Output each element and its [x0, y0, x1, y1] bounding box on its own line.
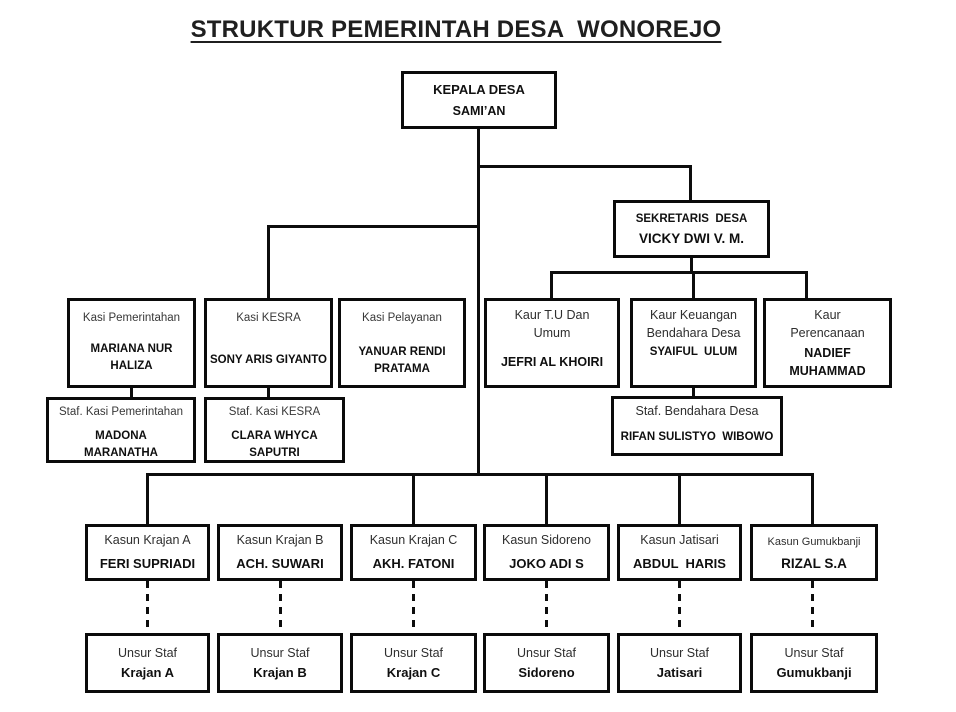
- role-label: Unsur Staf: [516, 646, 577, 660]
- name-label: Jatisari: [656, 664, 703, 680]
- name-label: ACH. SUWARI: [236, 555, 324, 571]
- dashed-connector-jatisari: [678, 581, 681, 633]
- name-label: MADONA MARANATHA: [84, 430, 158, 459]
- org-node-kaur-perencanaan: Kaur Perencanaan NADIEF MUHAMMAD: [763, 298, 892, 388]
- org-node-unsur-staf-sidoreno: Unsur Staf Sidoreno: [483, 633, 610, 693]
- role-label: Kasi Pelayanan: [362, 312, 442, 324]
- name-label: RIZAL S.A: [781, 556, 847, 572]
- name-label: NADIEF MUHAMMAD: [789, 346, 866, 379]
- name-label: CLARA WHYCA SAPUTRI: [231, 430, 318, 459]
- org-node-kasi-pelayanan: Kasi Pelayanan YANUAR RENDI PRATAMA: [338, 298, 466, 388]
- role-label: Staf. Kasi KESRA: [228, 406, 321, 418]
- org-node-staf-kasi-pemerintahan: Staf. Kasi Pemerintahan MADONA MARANATHA: [46, 397, 196, 463]
- name-label: RIFAN SULISTYO WIBOWO: [620, 430, 774, 443]
- name-label: ABDUL HARIS: [633, 555, 726, 571]
- org-node-unsur-staf-krajan-a: Unsur Staf Krajan A: [85, 633, 210, 693]
- org-node-unsur-staf-jatisari: Unsur Staf Jatisari: [617, 633, 742, 693]
- name-label: Krajan A: [121, 664, 174, 680]
- role-label: Kasun Gumukbanji: [767, 536, 861, 548]
- role-label: Kasun Jatisari: [640, 533, 719, 547]
- name-label: YANUAR RENDI PRATAMA: [358, 346, 446, 375]
- connector-kaur-tu-drop: [550, 271, 553, 299]
- connector-staf-pemerintahan: [130, 386, 133, 397]
- role-label: Unsur Staf: [250, 646, 310, 660]
- connector-kasun-a-drop: [146, 473, 149, 524]
- connector-kasun-jatisari-drop: [678, 473, 681, 524]
- org-node-kaur-tu-umum: Kaur T.U Dan Umum JEFRI AL KHOIRI: [484, 298, 620, 388]
- name-label: AKH. FATONI: [372, 555, 455, 571]
- dashed-connector-krajan-a: [146, 581, 149, 633]
- name-label: JOKO ADI S: [509, 555, 584, 571]
- role-label: Kasun Krajan A: [104, 533, 191, 547]
- org-node-kasun-krajan-b: Kasun Krajan B ACH. SUWARI: [217, 524, 343, 581]
- name-label: FERI SUPRIADI: [99, 555, 196, 571]
- dashed-connector-krajan-b: [279, 581, 282, 633]
- role-label: Kaur T.U Dan Umum: [514, 308, 590, 340]
- org-node-kepala-desa: KEPALA DESA SAMI’AN: [401, 71, 557, 129]
- role-label: Kasun Krajan B: [236, 533, 324, 547]
- role-label: KEPALA DESA: [433, 82, 525, 97]
- connector-kasun-c-drop: [412, 473, 415, 524]
- org-node-kasun-gumukbanji: Kasun Gumukbanji RIZAL S.A: [750, 524, 878, 581]
- role-label: Staf. Kasi Pemerintahan: [58, 406, 183, 418]
- connector-kaur-perencanaan-drop: [805, 271, 808, 298]
- connector-sekretaris-branch: [477, 165, 692, 168]
- role-label: SEKRETARIS DESA: [635, 213, 748, 225]
- name-label: Krajan B: [253, 664, 307, 680]
- org-node-sekretaris-desa: SEKRETARIS DESA VICKY DWI V. M.: [613, 200, 770, 258]
- name-label: Krajan C: [386, 664, 441, 680]
- name-label: SAMI’AN: [452, 104, 506, 119]
- name-label: SYAIFUL ULUM: [649, 346, 738, 358]
- connector-kasun-sidoreno-drop: [545, 473, 548, 524]
- org-node-staf-kasi-kesra: Staf. Kasi KESRA CLARA WHYCA SAPUTRI: [204, 397, 345, 463]
- role-label: Kasi Pemerintahan: [82, 312, 181, 324]
- name-label: MARIANA NUR HALIZA: [90, 343, 173, 372]
- name-label: SONY ARIS GIYANTO: [210, 354, 327, 367]
- connector-kesra-drop: [267, 225, 270, 298]
- role-label: Kaur Keuangan Bendahara Desa: [646, 308, 741, 340]
- org-node-kasun-krajan-a: Kasun Krajan A FERI SUPRIADI: [85, 524, 210, 581]
- name-label: VICKY DWI V. M.: [638, 231, 745, 247]
- connector-main-vertical: [477, 129, 480, 476]
- org-node-staf-bendahara: Staf. Bendahara Desa RIFAN SULISTYO WIBO…: [611, 396, 783, 456]
- role-label: Staf. Bendahara Desa: [635, 404, 759, 418]
- org-node-kasun-krajan-c: Kasun Krajan C AKH. FATONI: [350, 524, 477, 581]
- role-label: Kaur Perencanaan: [790, 308, 865, 340]
- name-label: JEFRI AL KHOIRI: [500, 355, 604, 369]
- connector-kasun-rail: [146, 473, 814, 476]
- connector-staf-bendahara: [692, 386, 695, 396]
- org-node-kasun-sidoreno: Kasun Sidoreno JOKO ADI S: [483, 524, 610, 581]
- connector-sekretaris-out: [690, 258, 693, 274]
- org-node-kasi-kesra: Kasi KESRA SONY ARIS GIYANTO: [204, 298, 333, 388]
- role-label: Unsur Staf: [784, 646, 844, 660]
- connector-kaur-branch: [550, 271, 808, 274]
- dashed-connector-sidoreno: [545, 581, 548, 633]
- dashed-connector-gumukbanji: [811, 581, 814, 633]
- connector-sekretaris-drop: [689, 165, 692, 200]
- role-label: Unsur Staf: [383, 646, 444, 660]
- name-label: Gumukbanji: [776, 664, 852, 680]
- page-title: STRUKTUR PEMERINTAH DESA WONOREJO: [190, 16, 722, 43]
- connector-kaur-keuangan-drop: [692, 271, 695, 298]
- org-node-kasi-pemerintahan: Kasi Pemerintahan MARIANA NUR HALIZA: [67, 298, 196, 388]
- name-label: Sidoreno: [518, 664, 575, 680]
- org-node-unsur-staf-krajan-c: Unsur Staf Krajan C: [350, 633, 477, 693]
- connector-staf-kesra: [267, 386, 270, 397]
- connector-kasun-gumukbanji-drop: [811, 473, 814, 524]
- role-label: Unsur Staf: [117, 646, 178, 660]
- connector-kesra-branch: [267, 225, 480, 228]
- role-label: Kasi KESRA: [236, 312, 301, 324]
- org-node-unsur-staf-krajan-b: Unsur Staf Krajan B: [217, 633, 343, 693]
- org-node-unsur-staf-gumukbanji: Unsur Staf Gumukbanji: [750, 633, 878, 693]
- dashed-connector-krajan-c: [412, 581, 415, 633]
- org-node-kasun-jatisari: Kasun Jatisari ABDUL HARIS: [617, 524, 742, 581]
- role-label: Kasun Sidoreno: [502, 533, 591, 547]
- org-node-kaur-keuangan: Kaur Keuangan Bendahara Desa SYAIFUL ULU…: [630, 298, 757, 388]
- role-label: Unsur Staf: [649, 646, 710, 660]
- role-label: Kasun Krajan C: [369, 533, 458, 547]
